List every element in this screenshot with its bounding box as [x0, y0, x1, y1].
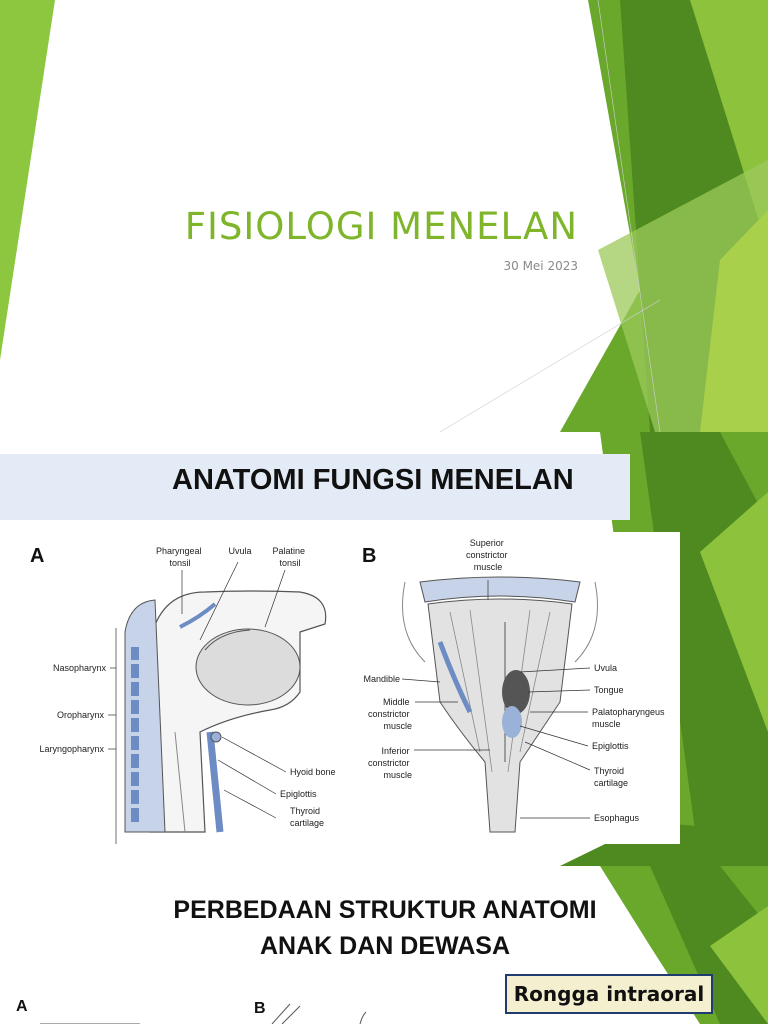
label-uvula-b: Uvula: [594, 663, 617, 673]
slide-title-text: FISIOLOGI MENELAN: [184, 205, 578, 248]
panel-b-letter: B: [362, 545, 376, 567]
green-facet-decoration: [0, 0, 768, 432]
label-thyroid-cartilage-a: Thyroid cartilage: [290, 806, 324, 828]
label-hyoid-bone: Hyoid bone: [290, 767, 336, 777]
label-superior-constrictor: Superior constrictor muscle: [466, 538, 510, 572]
slide-date: 30 Mei 2023: [503, 259, 578, 273]
label-thyroid-cartilage-b: Thyroid cartilage: [594, 766, 628, 788]
anatomy-illustration: A: [30, 538, 667, 844]
posterior-pharynx-drawing: [402, 576, 598, 833]
label-uvula-a: Uvula: [228, 546, 251, 556]
label-oropharynx: Oropharynx: [57, 710, 105, 720]
anatomy-figure: A: [0, 532, 680, 844]
slide-comparison: PERBEDAAN STRUKTUR ANATOMI ANAK DAN DEWA…: [0, 866, 768, 1024]
label-inferior-constrictor: Inferior constrictor muscle: [368, 746, 412, 780]
label-palatopharyngeus: Palatopharyngeus muscle: [592, 707, 667, 729]
label-epiglottis-b: Epiglottis: [592, 741, 629, 751]
slide-heading: ANATOMI FUNGSI MENELAN: [172, 464, 574, 496]
label-tongue: Tongue: [594, 685, 624, 695]
slide-title: FISIOLOGI MENELAN 30 Mei 2023: [0, 0, 768, 432]
title-band: [0, 454, 630, 520]
subfigure-a-letter: A: [16, 998, 28, 1015]
callout-rongga-intraoral: Rongga intraoral: [505, 974, 713, 1014]
subfigure-b-letter: B: [254, 1000, 266, 1017]
heading-line-2: ANAK DAN DEWASA: [260, 932, 510, 960]
slide-anatomy: ANATOMI FUNGSI MENELAN A: [0, 432, 768, 866]
sagittal-head-drawing: [124, 590, 327, 833]
label-nasopharynx: Nasopharynx: [53, 663, 107, 673]
label-mandible: Mandible: [363, 674, 400, 684]
slide-heading-comparison: PERBEDAAN STRUKTUR ANATOMI ANAK DAN DEWA…: [100, 892, 670, 964]
heading-line-1: PERBEDAAN STRUKTUR ANATOMI: [173, 896, 597, 924]
label-laryngopharynx: Laryngopharynx: [39, 744, 104, 754]
label-middle-constrictor: Middle constrictor muscle: [368, 697, 412, 731]
label-esophagus: Esophagus: [594, 813, 640, 823]
subfigure-partial-drawings: [40, 1003, 367, 1024]
panel-b-leaders: [401, 580, 591, 819]
panel-a-leaders: [108, 561, 287, 844]
label-palatine-tonsil: Palatine tonsil: [272, 546, 307, 568]
green-facet-decoration-bottom: [600, 866, 768, 1024]
label-epiglottis-a: Epiglottis: [280, 789, 317, 799]
label-pharyngeal-tonsil: Pharyngeal tonsil: [156, 546, 204, 568]
panel-a-letter: A: [30, 545, 44, 567]
